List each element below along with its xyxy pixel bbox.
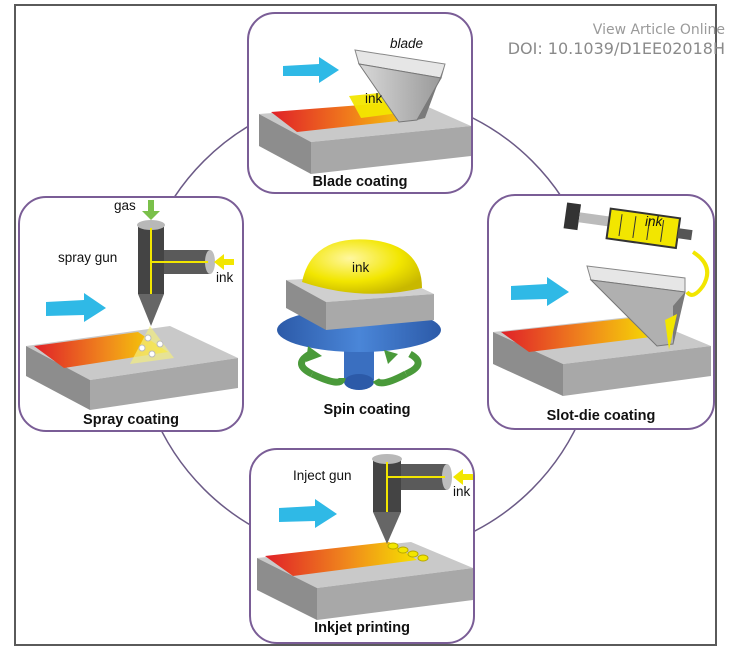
spray-coating-caption: Spray coating bbox=[83, 412, 179, 428]
spin-coating-illustration bbox=[277, 239, 441, 390]
spray-coating-panel: gas spray gun ink Spray coating bbox=[18, 196, 244, 432]
spin-coating-center: ink Spin coating bbox=[272, 236, 462, 432]
spin-coating-caption: Spin coating bbox=[323, 402, 411, 418]
slot-die-coating-caption: Slot-die coating bbox=[546, 408, 656, 424]
slot-die-coating-panel: ink Slot-die coating bbox=[487, 194, 715, 430]
spin-ink-label: ink bbox=[352, 260, 370, 275]
inject-gun-label: Inject gun bbox=[293, 468, 352, 483]
inkjet-printing-panel: Inject gun ink Inkjet printing bbox=[249, 448, 475, 644]
slot-die-coating-illustration bbox=[493, 202, 711, 396]
slot-ink-label: ink bbox=[645, 214, 663, 229]
blade-coating-panel: blade ink Blade coating bbox=[247, 12, 473, 194]
inkjet-printing-caption: Inkjet printing bbox=[314, 620, 410, 636]
inkjet-ink-label: ink bbox=[453, 484, 471, 499]
spray-coating-illustration bbox=[26, 200, 238, 410]
doi-text: DOI: 10.1039/D1EE02018H bbox=[507, 38, 725, 58]
blade-coating-caption: Blade coating bbox=[312, 174, 408, 190]
article-watermark: View Article Online DOI: 10.1039/D1EE020… bbox=[508, 22, 725, 58]
spray-ink-label: ink bbox=[216, 270, 234, 285]
gas-label: gas bbox=[114, 198, 136, 213]
inkjet-printing-illustration bbox=[257, 454, 473, 620]
spray-gun-label: spray gun bbox=[58, 250, 118, 265]
view-article-link[interactable]: View Article Online bbox=[592, 22, 725, 38]
blade-ink-label: ink bbox=[365, 91, 383, 106]
blade-label: blade bbox=[390, 36, 424, 51]
blade-coating-illustration bbox=[259, 49, 471, 174]
